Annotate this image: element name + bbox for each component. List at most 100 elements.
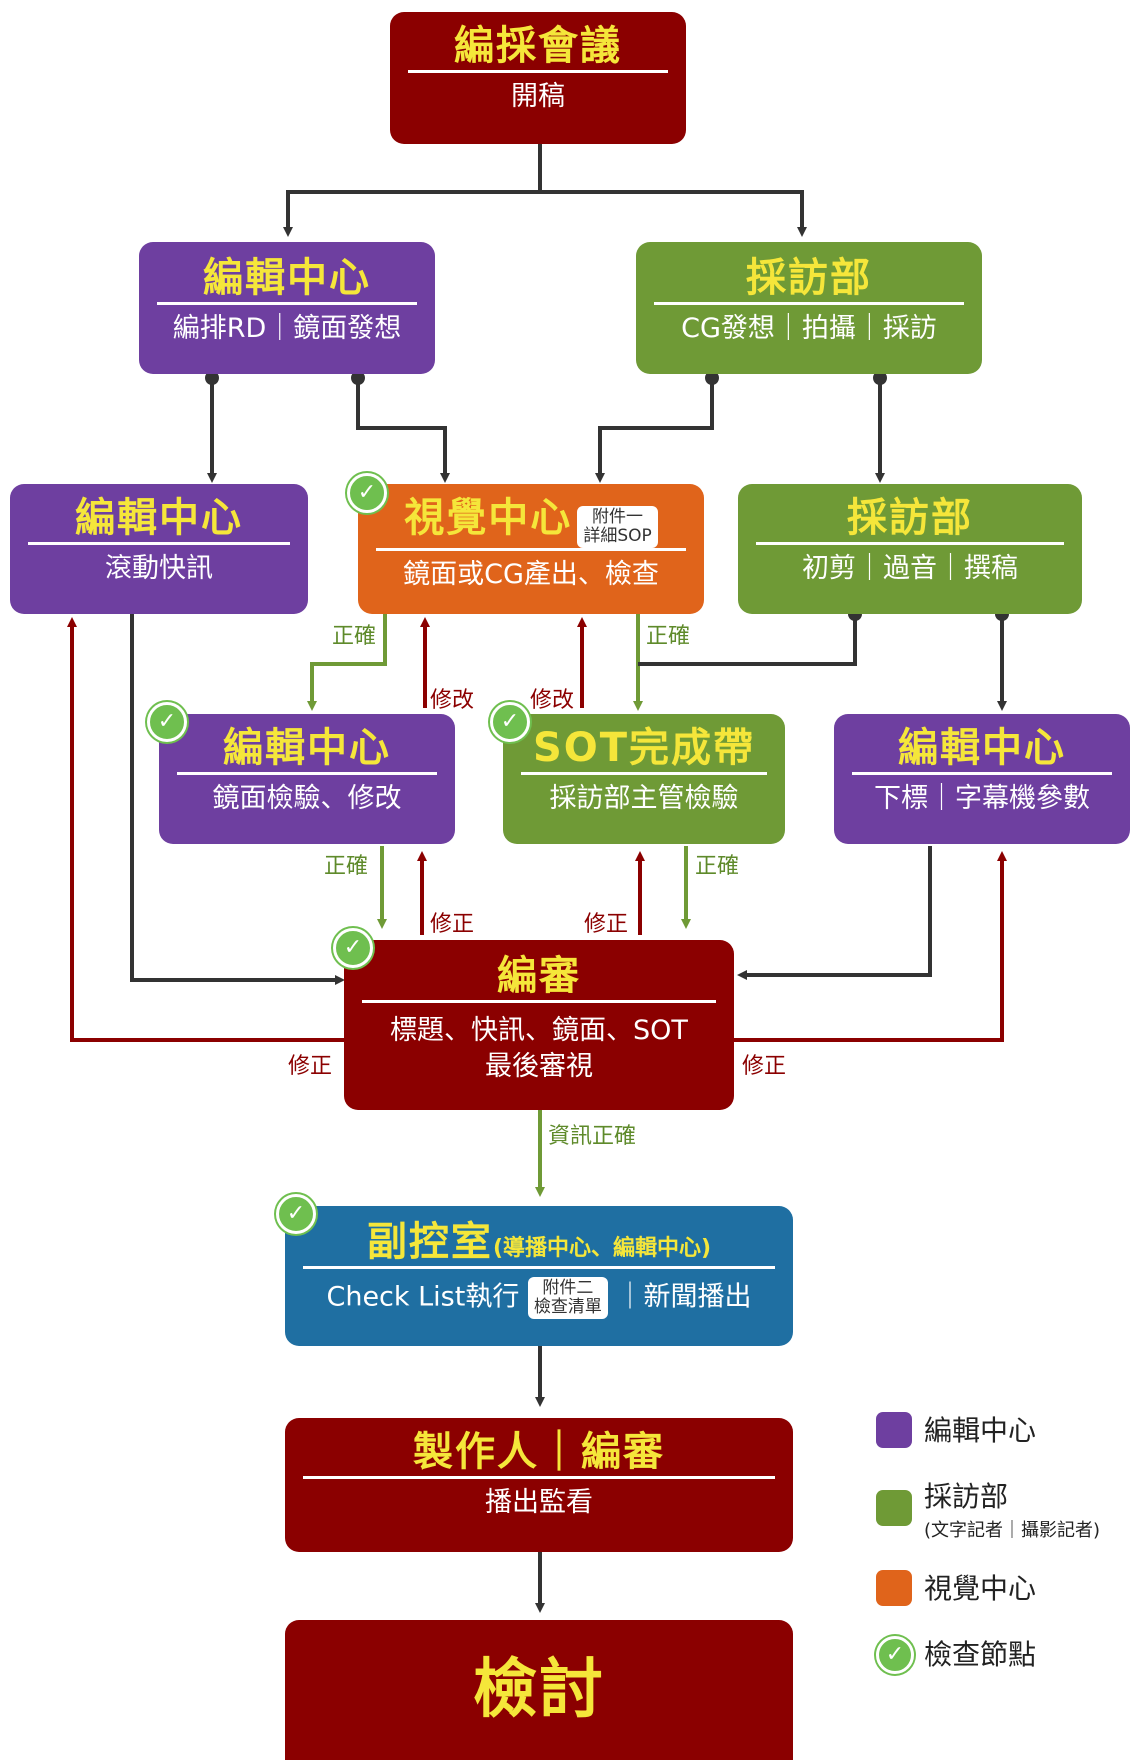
legend-swatch-editing bbox=[876, 1412, 912, 1448]
node-producer-review: 製作人｜編審 播出監看 bbox=[285, 1418, 793, 1552]
checkpoint-icon: ✓ bbox=[347, 473, 387, 513]
badge-line: 詳細SOP bbox=[583, 525, 652, 546]
node-subtitle-2: ｜新聞播出 bbox=[616, 1281, 752, 1313]
divider bbox=[303, 1476, 775, 1479]
node-subtitle: 開稿 bbox=[511, 81, 565, 112]
node-editing-center-planning: 編輯中心 編排RD｜鏡面發想 bbox=[139, 242, 435, 374]
edge-label-fix: 修正 bbox=[584, 912, 629, 937]
node-retrospective: 檢討 bbox=[285, 1620, 793, 1760]
divider bbox=[654, 302, 964, 305]
legend-label: 檢查節點 bbox=[924, 1638, 1037, 1671]
node-subtitle: 採訪部主管檢驗 bbox=[549, 783, 739, 814]
connector-dot bbox=[205, 371, 219, 385]
attachment-badge[interactable]: 附件一詳細SOP bbox=[577, 505, 658, 548]
connector-dot bbox=[873, 371, 887, 385]
edge-meeting-split bbox=[283, 143, 542, 237]
edge-interview2-to-sot bbox=[638, 612, 857, 666]
node-final-review: 編審 標題、快訊、鏡面、SOT 最後審視 bbox=[344, 940, 734, 1110]
node-control-room: 副控室(導播中心、編輯中心) Check List執行 附件二檢查清單 ｜新聞播… bbox=[285, 1206, 793, 1346]
node-interview-dept-editing: 採訪部 初剪｜過音｜撰稿 bbox=[738, 484, 1082, 614]
badge-line: 檢查清單 bbox=[533, 1297, 602, 1317]
node-title: 編輯中心 bbox=[898, 725, 1066, 771]
node-subtitle: 滾動快訊 bbox=[105, 553, 213, 584]
divider bbox=[28, 542, 290, 545]
legend-sublabel: (文字記者｜攝影記者) bbox=[924, 1520, 1101, 1541]
edge-label-fix: 修正 bbox=[288, 1054, 333, 1079]
node-subtitle: 鏡面或CG產出、檢查 bbox=[403, 558, 659, 590]
edge-label-correct: 正確 bbox=[695, 854, 740, 879]
edge-label-fix: 修正 bbox=[430, 912, 475, 937]
divider bbox=[303, 1266, 775, 1269]
node-title: 編輯中心 bbox=[203, 255, 371, 301]
node-title: 編輯中心 bbox=[75, 495, 243, 541]
node-subtitle-row: Check List執行 附件二檢查清單 ｜新聞播出 bbox=[285, 1269, 793, 1319]
edge-label-modify: 修改 bbox=[430, 688, 475, 713]
node-subtitle: 鏡面檢驗、修改 bbox=[212, 783, 402, 814]
node-subtitle: 標題、快訊、鏡面、SOT bbox=[390, 1015, 688, 1046]
edge-edit-to-visual bbox=[356, 378, 450, 483]
edge-label-correct: 正確 bbox=[646, 624, 691, 649]
badge-line: 附件一 bbox=[592, 506, 644, 527]
node-subtitle-2: 最後審視 bbox=[485, 1051, 593, 1082]
legend-check-icon: ✓ bbox=[876, 1636, 914, 1674]
divider bbox=[521, 772, 767, 775]
node-editing-center-check: 編輯中心 鏡面檢驗、修改 bbox=[159, 714, 455, 844]
node-title-row: 視覺中心 附件一詳細SOP bbox=[358, 484, 704, 548]
node-title: SOT完成帶 bbox=[532, 725, 756, 771]
node-subtitle: 編排RD｜鏡面發想 bbox=[172, 313, 402, 344]
edge-edit3-to-review bbox=[737, 846, 932, 980]
connector-dot bbox=[351, 371, 365, 385]
checkpoint-icon: ✓ bbox=[333, 928, 373, 968]
node-visual-center: 視覺中心 附件一詳細SOP 鏡面或CG產出、檢查 bbox=[358, 484, 704, 614]
attachment-badge[interactable]: 附件二檢查清單 bbox=[527, 1277, 608, 1319]
legend-label: 編輯中心 bbox=[924, 1414, 1037, 1447]
node-subtitle: 下標｜字幕機參數 bbox=[874, 783, 1090, 814]
node-title: 視覺中心 bbox=[404, 495, 573, 541]
node-subtitle: Check List執行 bbox=[326, 1281, 520, 1313]
edge-review-to-edit3 bbox=[732, 851, 1007, 1042]
edge-meeting-to-interview bbox=[540, 190, 807, 237]
divider bbox=[362, 1000, 716, 1003]
badge-line: 附件二 bbox=[542, 1278, 594, 1298]
edge-rolling-to-review bbox=[130, 613, 345, 985]
edge-visual-to-editcheck bbox=[307, 612, 387, 711]
node-title: 採訪部 bbox=[847, 495, 973, 541]
node-interview-dept-planning: 採訪部 CG發想｜拍攝｜採訪 bbox=[636, 242, 982, 374]
edge-review-to-rolling bbox=[67, 617, 344, 1042]
divider bbox=[376, 547, 686, 551]
divider bbox=[157, 302, 417, 305]
node-title: 編採會議 bbox=[454, 23, 622, 69]
edge-label-correct: 正確 bbox=[324, 854, 369, 879]
legend-label: 視覺中心 bbox=[924, 1572, 1037, 1605]
edge-label-info-correct: 資訊正確 bbox=[548, 1124, 637, 1149]
edge-interview-to-visual bbox=[595, 378, 714, 483]
node-title: 編輯中心 bbox=[223, 725, 391, 771]
legend-swatch-visual bbox=[876, 1570, 912, 1606]
legend-swatch-interview bbox=[876, 1490, 912, 1526]
node-sot-tape: SOT完成帶 採訪部主管檢驗 bbox=[503, 714, 785, 844]
node-subtitle: CG發想｜拍攝｜採訪 bbox=[681, 313, 937, 344]
node-subtitle: 初剪｜過音｜撰稿 bbox=[802, 553, 1018, 584]
divider bbox=[177, 772, 437, 775]
node-title: 採訪部 bbox=[746, 255, 872, 301]
divider bbox=[756, 542, 1064, 545]
legend-label: 採訪部 bbox=[924, 1480, 1009, 1513]
node-editing-center-rolling: 編輯中心 滾動快訊 bbox=[10, 484, 308, 614]
node-title: 編審 bbox=[497, 953, 581, 999]
edge-label-modify: 修改 bbox=[530, 688, 575, 713]
checkpoint-icon: ✓ bbox=[276, 1194, 316, 1234]
node-title-small: (導播中心、編輯中心) bbox=[492, 1236, 712, 1261]
node-title: 副控室 bbox=[366, 1219, 493, 1265]
edge-label-correct: 正確 bbox=[332, 624, 377, 649]
node-editing-center-titles: 編輯中心 下標｜字幕機參數 bbox=[834, 714, 1130, 844]
node-title: 製作人｜編審 bbox=[413, 1429, 665, 1475]
edge-label-fix: 修正 bbox=[742, 1054, 787, 1079]
node-editorial-meeting: 編採會議 開稿 bbox=[390, 12, 686, 144]
divider bbox=[408, 70, 668, 73]
node-subtitle: 播出監看 bbox=[485, 1487, 593, 1518]
node-title: 檢討 bbox=[473, 1653, 605, 1727]
checkpoint-icon: ✓ bbox=[490, 702, 530, 742]
checkpoint-icon: ✓ bbox=[147, 702, 187, 742]
divider bbox=[852, 772, 1112, 775]
